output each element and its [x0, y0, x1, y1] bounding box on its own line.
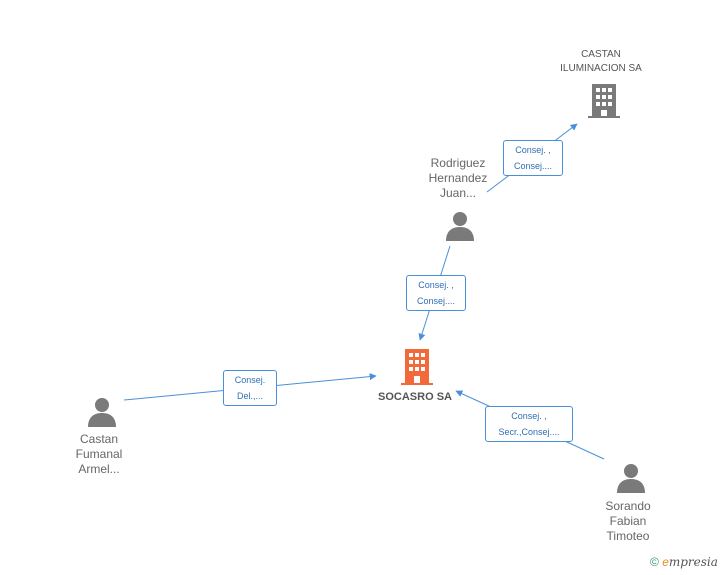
edge-label-line: Consej.... [416, 296, 456, 306]
copyright-symbol: © [650, 555, 659, 569]
company-label-line: CASTAN [581, 49, 621, 60]
edge-label-fumanal-center[interactable]: Consej. Del.,... [223, 370, 277, 406]
person-label-line: Castan [79, 432, 119, 446]
edge-label-line: Consej. , [515, 145, 551, 155]
person-label-line: Rodriguez [430, 156, 486, 170]
edge-label-line: Del.,... [236, 391, 263, 401]
edge-label-rodriguez-center[interactable]: Consej. , Consej.... [406, 275, 466, 311]
person-label-line: Armel... [78, 462, 120, 476]
edge-label-line: Consej.... [513, 161, 553, 171]
person-icon[interactable] [87, 397, 117, 427]
edge-label-rodriguez-castan[interactable]: Consej. , Consej.... [503, 140, 563, 176]
person-label-line: Fumanal [75, 447, 123, 461]
person-label-sorando[interactable]: Sorando Fabian Timoteo [583, 499, 673, 544]
person-label-line: Hernandez [428, 171, 488, 185]
building-icon[interactable] [588, 84, 620, 118]
edge-label-line: Consej. , [511, 411, 547, 421]
edge-label-line: Secr.,Consej.... [498, 427, 560, 437]
person-label-line: Sorando [605, 499, 651, 513]
company-label-socasro[interactable]: SOCASRO SA [378, 391, 452, 403]
brand-logo-text: mpresia [668, 555, 718, 569]
person-icon[interactable] [445, 211, 475, 241]
person-label-line: Fabian [609, 514, 647, 528]
person-label-line: Timoteo [606, 529, 650, 543]
edge-label-line: Consej. [234, 375, 266, 385]
person-label-line: Juan... [439, 186, 477, 200]
person-label-rodriguez[interactable]: Rodriguez Hernandez Juan... [408, 156, 508, 201]
brand-logo-e: e [662, 555, 669, 569]
person-label-castan-fumanal[interactable]: Castan Fumanal Armel... [54, 432, 144, 477]
building-icon[interactable] [401, 349, 433, 385]
company-label-line: ILUMINACION SA [560, 63, 642, 74]
person-icon[interactable] [616, 463, 646, 493]
edge-label-sorando-center[interactable]: Consej. , Secr.,Consej.... [485, 406, 573, 442]
company-label-castan-iluminacion[interactable]: CASTAN ILUMINACION SA [545, 48, 657, 76]
footer-brand: © empresia [650, 555, 718, 569]
edge-label-line: Consej. , [418, 280, 454, 290]
